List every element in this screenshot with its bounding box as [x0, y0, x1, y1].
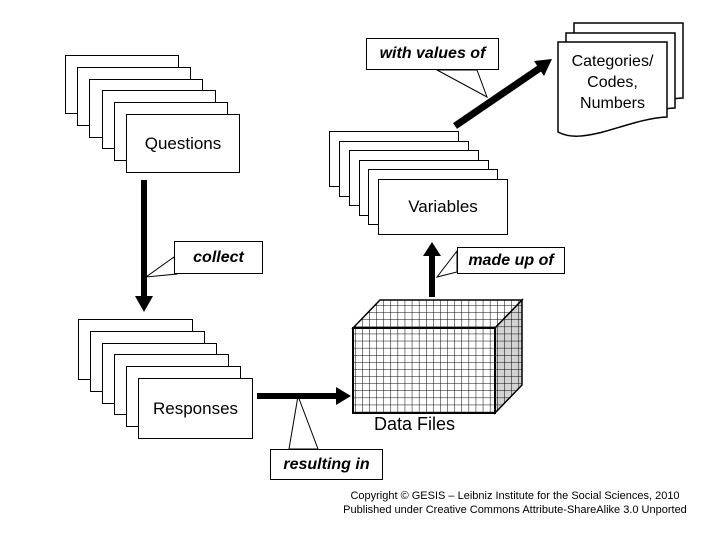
copyright-footer: Copyright © GESIS – Leibniz Institute fo…	[330, 489, 700, 517]
collect-label: collect	[193, 248, 244, 266]
copyright-line2: Published under Creative Commons Attribu…	[343, 504, 687, 516]
resulting-in-callout: resulting in	[270, 449, 383, 480]
collect-arrow-head	[135, 296, 153, 312]
variables-card: Variables	[378, 179, 508, 235]
collect-callout-pointer	[144, 256, 178, 278]
data-cube-top-grid	[353, 300, 522, 328]
categories-label-line2: Codes,	[587, 74, 638, 91]
made-up-of-label: made up of	[468, 251, 554, 269]
data-cube	[351, 298, 524, 415]
data-files-label: Data Files	[374, 414, 456, 434]
responses-card: Responses	[138, 378, 253, 439]
diagram-arrows	[135, 59, 552, 405]
resulting-in-callout-pointer	[288, 394, 319, 450]
categories-label-line1: Categories/	[571, 53, 654, 70]
copyright-line1: Copyright © GESIS – Leibniz Institute fo…	[350, 490, 680, 502]
data-cube-side-grid	[495, 300, 522, 413]
with-values-of-arrow-head	[534, 59, 552, 76]
variables-label: Variables	[408, 197, 478, 216]
collect-callout: collect	[174, 241, 263, 274]
questions-label: Questions	[144, 133, 222, 153]
resulting-in-label: resulting in	[283, 455, 370, 473]
made-up-of-callout: made up of	[457, 247, 565, 274]
data-cube-front-grid	[352, 327, 496, 414]
categories-label: Categories/ Codes, Numbers	[556, 51, 669, 114]
responses-label: Responses	[152, 398, 239, 418]
with-values-of-label: with values of	[379, 45, 486, 62]
with-values-of-callout-pointer	[436, 69, 488, 99]
categories-document-stack	[557, 22, 684, 137]
document-sheet-front	[557, 41, 668, 137]
with-values-of-arrow-shaft	[453, 65, 542, 129]
categories-label-line3: Numbers	[580, 95, 645, 112]
resulting-in-arrow-head	[336, 387, 351, 405]
with-values-of-callout: with values of	[366, 38, 499, 70]
questions-card: Questions	[126, 114, 240, 173]
made-up-of-arrow-head	[423, 242, 441, 256]
